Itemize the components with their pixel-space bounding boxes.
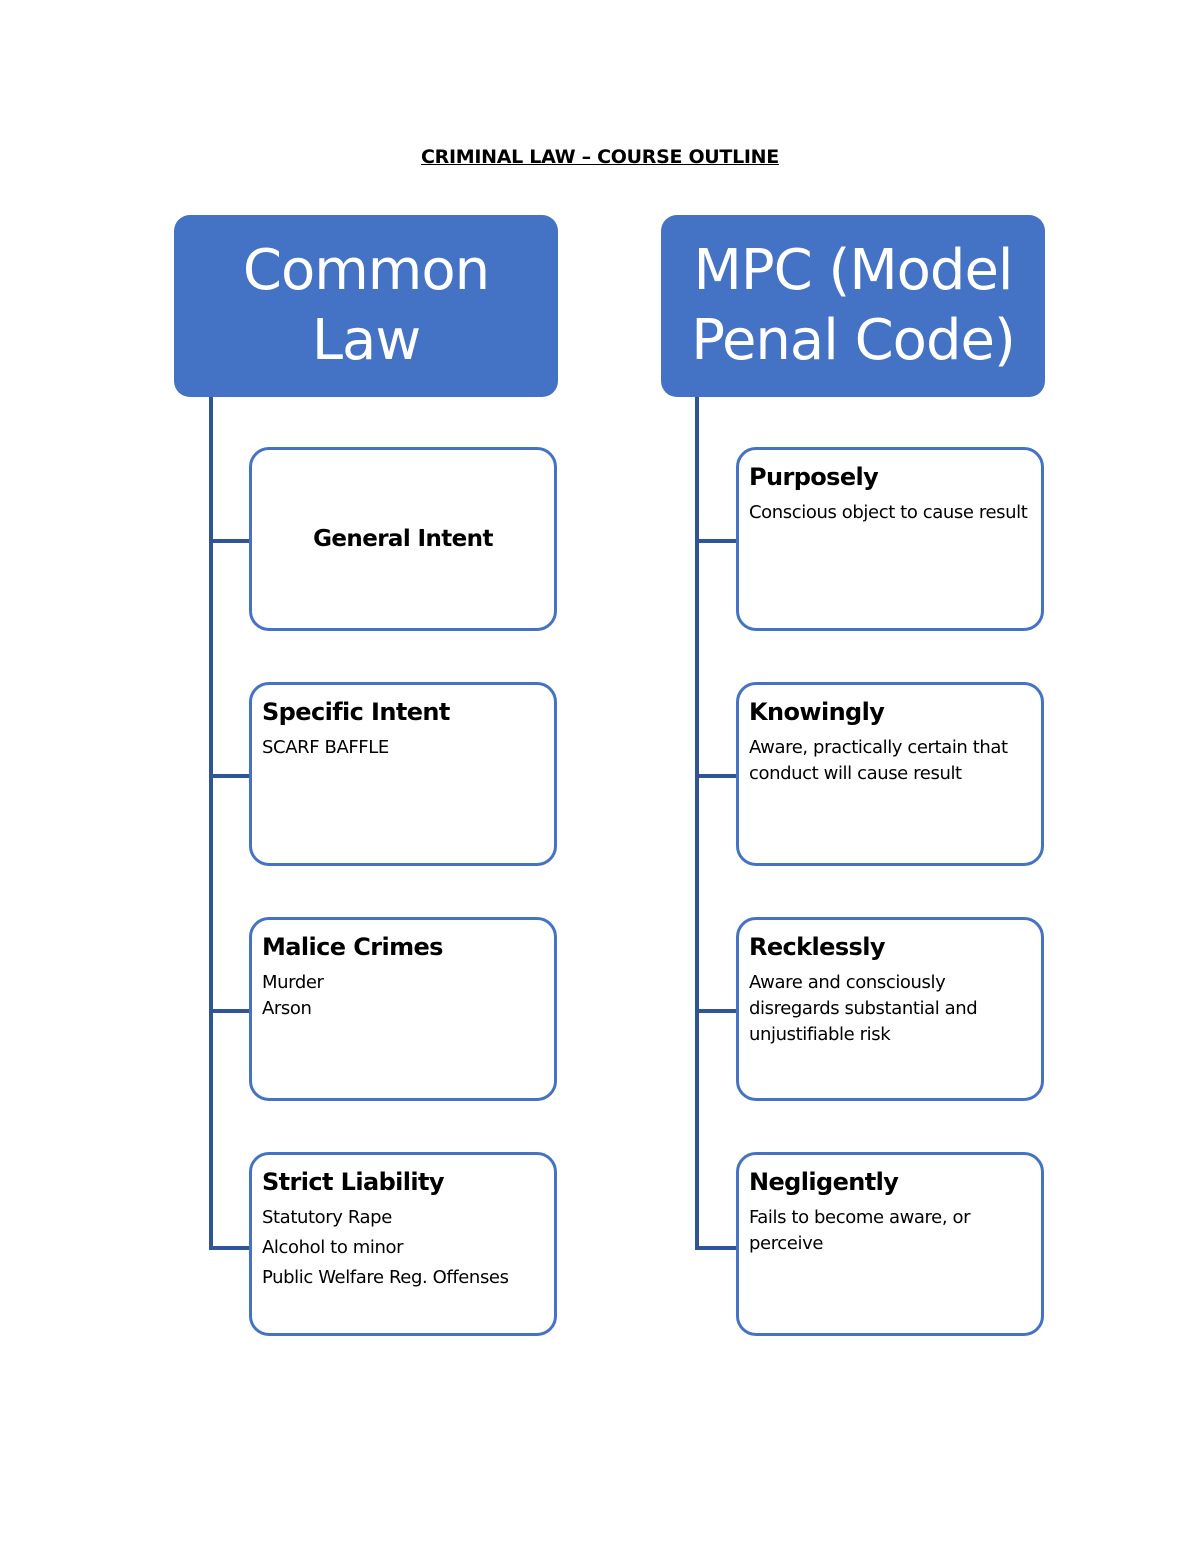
node-strict-liability: Strict Liability Statutory Rape Alcohol … [249,1152,557,1336]
node-heading: Recklessly [749,933,886,961]
node-purposely: Purposely Conscious object to cause resu… [736,447,1044,631]
node-malice-crimes: Malice Crimes Murder Arson [249,917,557,1101]
node-item: SCARF BAFFLE [262,737,389,758]
node-specific-intent: Specific Intent SCARF BAFFLE [249,682,557,866]
common-law-trunk-connector [209,397,213,1250]
connector-malice-crimes [209,1009,249,1013]
connector-purposely [695,539,736,543]
node-heading: Purposely [749,463,879,491]
node-item: Public Welfare Reg. Offenses [262,1267,509,1288]
node-description: Conscious object to cause result [749,502,1028,523]
connector-general-intent [209,539,249,543]
connector-recklessly [695,1009,736,1013]
node-knowingly: Knowingly Aware, practically certain tha… [736,682,1044,866]
node-negligently: Negligently Fails to become aware, or pe… [736,1152,1044,1336]
mpc-trunk-connector [695,397,699,1250]
root-label-line1: MPC (Model [693,238,1014,303]
node-item: Arson [262,998,312,1019]
node-recklessly: Recklessly Aware and consciously disrega… [736,917,1044,1101]
node-heading: Knowingly [749,698,885,726]
connector-negligently [695,1246,736,1250]
node-heading: Negligently [749,1168,899,1196]
node-item: Alcohol to minor [262,1237,404,1258]
node-general-intent: General Intent [249,447,557,631]
document-title: CRIMINAL LAW – COURSE OUTLINE [421,146,779,168]
node-heading: Malice Crimes [262,933,443,961]
node-description: Fails to become aware, or perceive [749,1207,971,1254]
node-heading: Strict Liability [262,1168,445,1196]
node-item: Murder [262,972,324,993]
mpc-root-node: MPC (Model Penal Code) [661,215,1045,397]
root-label-line1: Common [242,238,490,303]
connector-strict-liability [209,1246,249,1250]
connector-specific-intent [209,774,249,778]
node-description: Aware and consciously disregards substan… [749,972,978,1045]
node-item: Statutory Rape [262,1207,392,1228]
root-label-line2: Law [311,308,421,373]
node-heading: General Intent [313,526,493,552]
node-description: Aware, practically certain that conduct … [749,737,1008,784]
connector-knowingly [695,774,736,778]
root-label-line2: Penal Code) [691,308,1016,373]
node-heading: Specific Intent [262,698,450,726]
common-law-root-node: Common Law [174,215,558,397]
